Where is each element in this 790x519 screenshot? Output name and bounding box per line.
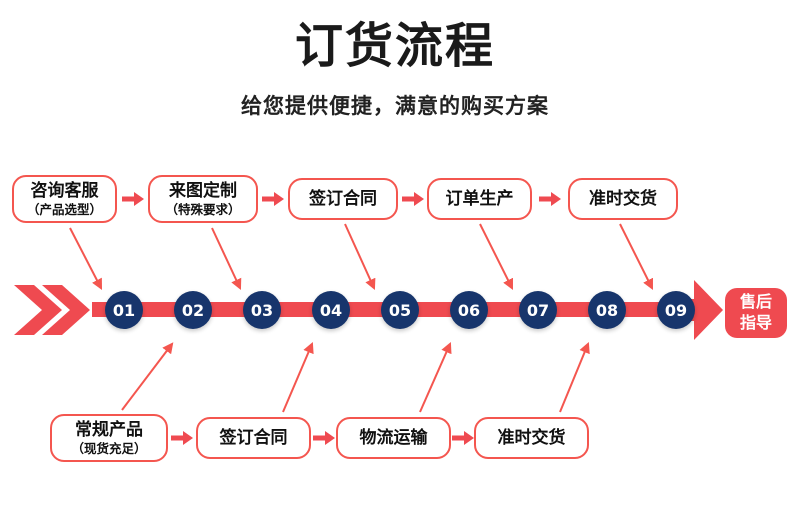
bottom-step-box-2-label: 签订合同 — [219, 428, 288, 447]
step-arrow-icon — [171, 431, 193, 445]
step-arrow-icon — [121, 192, 144, 206]
after-sales-line1: 售后 — [739, 294, 772, 311]
top-step-box-5-label: 准时交货 — [589, 189, 657, 208]
step-arrow-icon — [262, 192, 284, 206]
top-step-box-4-label: 订单生产 — [445, 189, 514, 208]
left-chevrons-icon — [14, 285, 90, 335]
top-step-box-2-label: 来图定制 — [169, 180, 237, 200]
step-arrow-icon — [401, 192, 424, 206]
timeline-step-07[interactable]: 07 — [519, 291, 557, 329]
timeline-step-09[interactable]: 09 — [657, 291, 695, 329]
timeline-step-05[interactable]: 05 — [381, 291, 419, 329]
timeline-step-02[interactable]: 02 — [174, 291, 212, 329]
top-step-box-3[interactable]: 签订合同 — [288, 178, 398, 220]
step-arrow-icon — [312, 431, 335, 445]
bottom-step-box-1-sublabel: （现货充足） — [71, 441, 147, 456]
bottom-step-box-4-label: 准时交货 — [497, 428, 566, 447]
top-step-box-1[interactable]: 咨询客服 （产品选型） — [12, 175, 117, 223]
bottom-step-box-1-label: 常规产品 — [75, 419, 143, 439]
timeline-step-01[interactable]: 01 — [105, 291, 143, 329]
bottom-step-box-4[interactable]: 准时交货 — [474, 417, 589, 459]
top-step-box-5[interactable]: 准时交货 — [568, 178, 678, 220]
after-sales-badge[interactable]: 售后 指导 — [725, 288, 787, 338]
top-step-box-3-label: 签订合同 — [309, 189, 377, 208]
bottom-step-box-3-label: 物流运输 — [359, 428, 428, 447]
timeline-step-04[interactable]: 04 — [312, 291, 350, 329]
top-step-box-1-sublabel: （产品选型） — [26, 202, 102, 217]
right-arrow-head-icon — [676, 280, 723, 340]
step-arrow-icon — [539, 192, 561, 206]
timeline-step-06[interactable]: 06 — [450, 291, 488, 329]
top-step-box-2-sublabel: （特殊要求） — [165, 202, 241, 217]
after-sales-line2: 指导 — [739, 315, 772, 332]
page-subtitle: 给您提供便捷，满意的购买方案 — [241, 95, 549, 118]
bottom-step-box-1[interactable]: 常规产品 （现货充足） — [50, 414, 168, 462]
timeline-step-03[interactable]: 03 — [243, 291, 281, 329]
step-arrow-icon — [451, 431, 474, 445]
bottom-step-box-3[interactable]: 物流运输 — [336, 417, 451, 459]
bottom-step-box-2[interactable]: 签订合同 — [196, 417, 311, 459]
timeline-step-08[interactable]: 08 — [588, 291, 626, 329]
top-step-box-2[interactable]: 来图定制 （特殊要求） — [148, 175, 258, 223]
top-step-box-4[interactable]: 订单生产 — [427, 178, 532, 220]
top-step-box-1-label: 咨询客服 — [30, 180, 99, 200]
page-title: 订货流程 — [294, 20, 495, 73]
